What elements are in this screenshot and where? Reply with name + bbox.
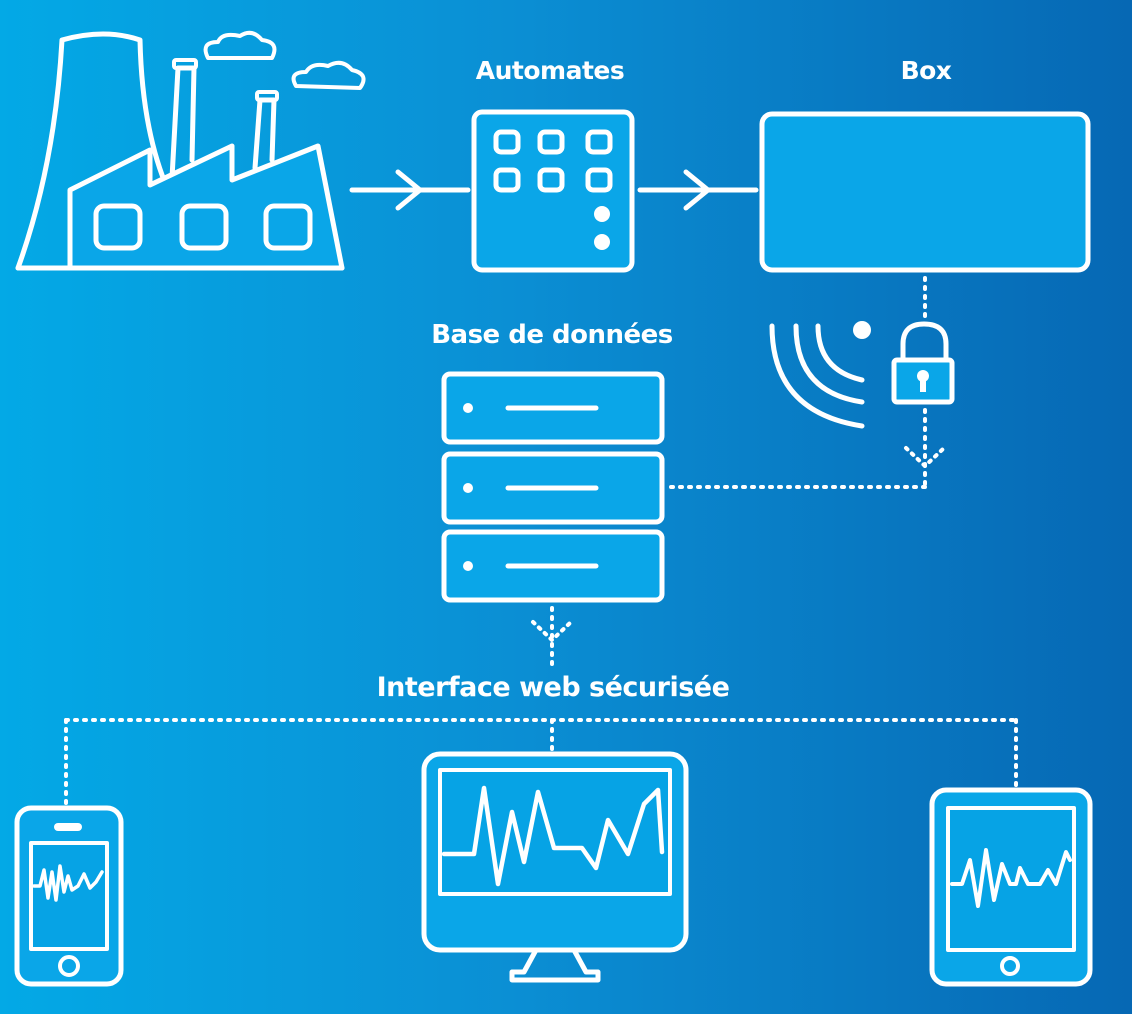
wireless-signal-icon xyxy=(769,321,871,429)
tablet-icon xyxy=(929,787,1093,987)
desktop-monitor-icon xyxy=(421,751,689,983)
web-interface-label: Interface web sécurisée xyxy=(376,672,730,703)
lock-to-database-connector xyxy=(662,408,946,489)
database-label: Base de données xyxy=(431,320,673,350)
box-label: Box xyxy=(900,56,952,85)
box-icon xyxy=(759,111,1091,273)
arrow-automates-to-box xyxy=(637,169,759,211)
factory-icon xyxy=(15,30,366,271)
automates-icon xyxy=(471,109,635,273)
web-distribution-connector xyxy=(64,718,1018,808)
database-to-web-connector xyxy=(531,606,573,668)
automates-label: Automates xyxy=(475,56,625,85)
smartphone-icon xyxy=(14,805,124,987)
database-server-icon xyxy=(441,371,665,603)
arrow-factory-to-automates xyxy=(349,169,471,211)
lock-icon xyxy=(891,321,955,405)
